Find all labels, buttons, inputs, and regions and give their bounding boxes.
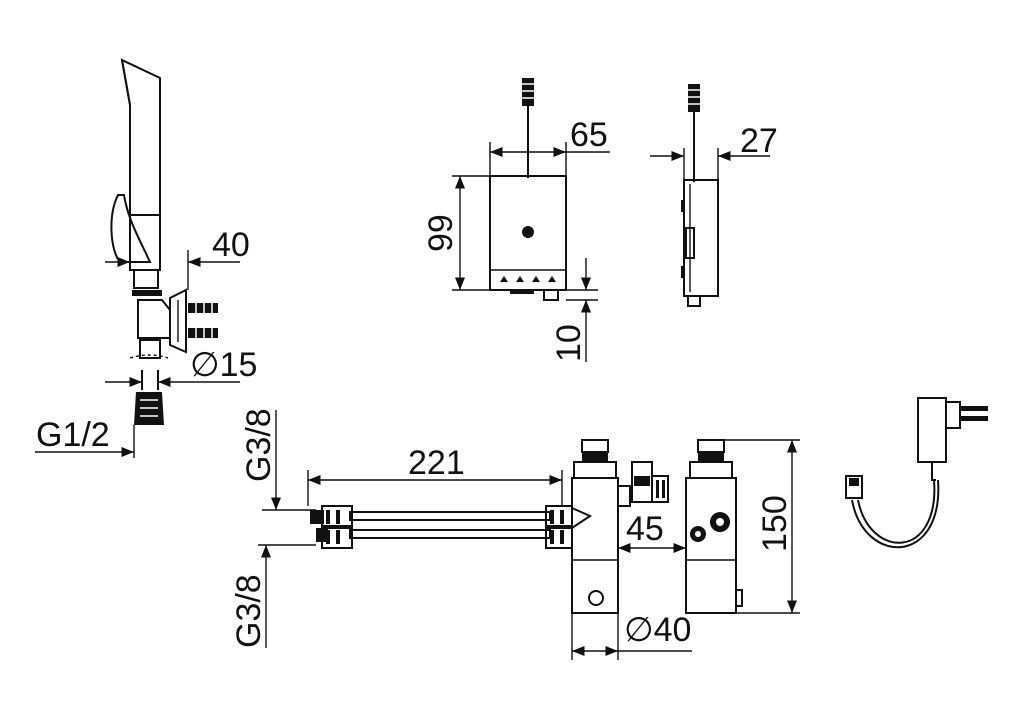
control-box-front: [489, 78, 567, 301]
dim-label-g12: G1/2: [36, 416, 110, 454]
dimension-diameter-15: ∅15: [105, 346, 257, 388]
dim-label-g38-top: G3/8: [240, 408, 278, 482]
hand-shower-drawing: [110, 58, 218, 425]
dimension-65: 65: [489, 116, 610, 176]
dimension-g12: G1/2: [35, 416, 135, 458]
control-box-side: [681, 84, 719, 307]
dim-label-d15: ∅15: [190, 346, 257, 384]
dimension-g38-bottom: G3/8: [230, 544, 316, 648]
connection-hoses: [310, 505, 593, 549]
dim-label-27: 27: [740, 122, 778, 160]
wall-anchor-lower: [188, 328, 218, 338]
dim-label-99: 99: [422, 214, 460, 252]
dimension-10: 10: [550, 258, 598, 362]
dim-label-150: 150: [756, 495, 794, 552]
dim-label-65: 65: [570, 116, 608, 154]
dimension-45: 45: [617, 510, 687, 556]
dimension-221: 221: [307, 444, 563, 506]
dim-label-221: 221: [408, 444, 465, 482]
dim-label-g38-bottom: G3/8: [230, 574, 268, 648]
dimension-27: 27: [650, 122, 778, 180]
dimension-150: 150: [716, 439, 800, 614]
power-adapter: [845, 397, 988, 549]
dimension-99: 99: [422, 175, 490, 291]
dim-label-45: 45: [626, 510, 664, 548]
dimension-diameter-40: ∅40: [571, 611, 692, 660]
mixing-valve-side: [685, 439, 743, 614]
wall-anchor-upper: [188, 303, 218, 313]
dim-label-d40: ∅40: [624, 611, 691, 649]
dim-label-40: 40: [212, 226, 250, 264]
dim-label-10: 10: [550, 324, 588, 362]
dimension-g38-top: G3/8: [240, 408, 316, 511]
dimension-40: 40: [105, 226, 250, 290]
